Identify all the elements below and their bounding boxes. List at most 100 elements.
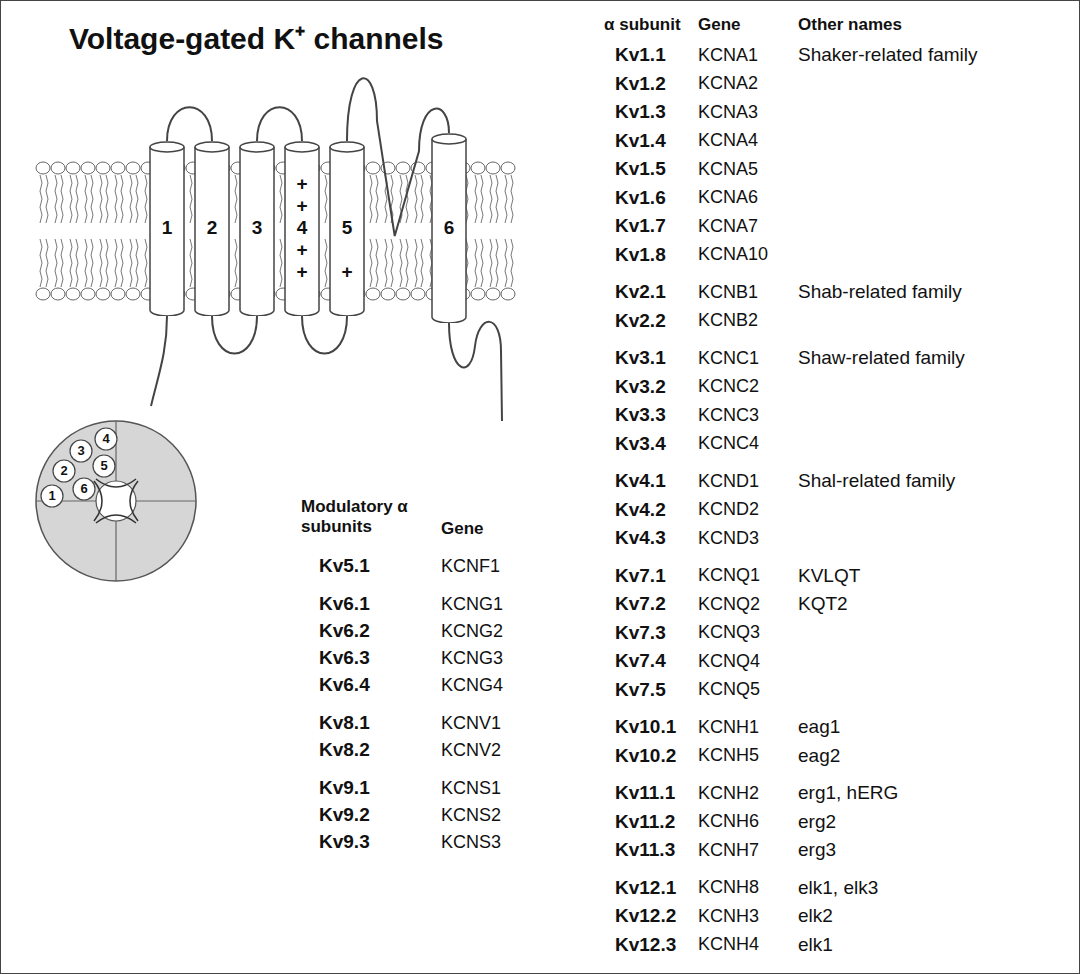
helix-cylinder: ++4++ [284, 141, 320, 316]
helix-number: + [284, 196, 320, 216]
subunit-name: Kv7.4 [615, 650, 666, 672]
subunit-name: Kv4.3 [615, 527, 666, 549]
alias-name: erg1, hERG [798, 782, 898, 804]
gene-name: KCNA6 [698, 187, 758, 208]
subunit-name: Kv11.2 [615, 811, 675, 833]
gene-name: KCNH6 [698, 811, 759, 832]
loop-connector [257, 107, 302, 141]
lipid-head [81, 288, 95, 300]
gene-name: KCNQ5 [698, 679, 760, 700]
alias-name: Shaw-related family [798, 347, 965, 369]
gene-name: KCND3 [698, 528, 759, 549]
gene-name: KCNV2 [441, 740, 501, 761]
lipid-head [381, 288, 395, 300]
lipid-head [36, 162, 50, 174]
subunit-name: Kv7.5 [615, 679, 666, 701]
helix-number: 6 [431, 218, 467, 238]
cylinder-top [330, 142, 364, 152]
subunit-name: Kv7.3 [615, 622, 666, 644]
gene-name: KCNV1 [441, 713, 501, 734]
subunit-name: Kv6.1 [319, 593, 370, 615]
subunit-name: Kv12.2 [615, 905, 676, 927]
alias-name: eag1 [798, 716, 840, 738]
gene-name: KCNA5 [698, 159, 758, 180]
helix-circle: 6 [72, 477, 96, 501]
gene-name: KCNA2 [698, 73, 758, 94]
subunit-name: Kv7.1 [615, 565, 666, 587]
helix-cylinder: 5+ [329, 141, 365, 316]
gene-name: KCNG4 [441, 675, 503, 696]
lipid-head [471, 288, 485, 300]
lipid-head [66, 288, 80, 300]
subunit-name: Kv6.3 [319, 647, 370, 669]
subunit-name: Kv11.3 [615, 839, 675, 861]
subunit-name: Kv6.4 [319, 674, 370, 696]
circle-outline [93, 455, 115, 477]
circle-outline [95, 428, 117, 450]
subunit-name: Kv4.2 [615, 499, 666, 521]
helix-cylinder: 6 [431, 133, 467, 323]
helix-cylinder: 2 [194, 141, 230, 316]
gene-name: KCND1 [698, 471, 759, 492]
helix-circle: 5 [92, 454, 116, 478]
gene-name: KCNB2 [698, 310, 758, 331]
subunit-name: Kv1.4 [615, 130, 666, 152]
helix-number: 6 [72, 482, 96, 496]
column-header: Other names [798, 15, 902, 35]
subunit-name: Kv8.2 [319, 739, 370, 761]
lipid-head [411, 288, 425, 300]
cylinder-body [150, 147, 184, 316]
helix-number: 4 [94, 432, 118, 446]
lipid-head [486, 162, 500, 174]
helix-number: 2 [52, 464, 76, 478]
subunit-name: Kv2.1 [615, 281, 666, 303]
subunit-name: Kv1.6 [615, 187, 666, 209]
lipid-head [36, 288, 50, 300]
gene-name: KCNB1 [698, 282, 758, 303]
alias-name: elk1, elk3 [798, 877, 878, 899]
gene-name: KCNH7 [698, 840, 759, 861]
subunit-name: Kv3.4 [615, 433, 666, 455]
n-terminus [151, 316, 167, 406]
gene-name: KCNG2 [441, 621, 503, 642]
cross-section-disc [36, 421, 196, 581]
helix-cylinder: 1 [149, 141, 185, 316]
lipid-tail [55, 175, 63, 287]
helix-number: + [329, 262, 365, 282]
subunit-name: Kv1.5 [615, 158, 666, 180]
subunit-name: Kv3.1 [615, 347, 666, 369]
gene-name: KCNC4 [698, 433, 759, 454]
gene-name: KCNH3 [698, 906, 759, 927]
lipid-tail [370, 175, 378, 287]
gene-name: KCNC2 [698, 376, 759, 397]
gene-name: KCNC3 [698, 405, 759, 426]
helix-circle: 4 [94, 427, 118, 451]
cylinder-top [150, 142, 184, 152]
subunit-name: Kv12.1 [615, 877, 676, 899]
subunit-name: Kv1.7 [615, 215, 666, 237]
alias-name: Shaker-related family [798, 44, 978, 66]
subunit-name: Kv11.1 [615, 782, 675, 804]
gene-name: KCNS3 [441, 832, 501, 853]
cylinder-body [432, 139, 466, 323]
gene-name: KCNH4 [698, 934, 759, 955]
gene-name: KCNS1 [441, 778, 501, 799]
helix-cylinder: 3 [239, 141, 275, 316]
helix-number: 3 [239, 218, 275, 238]
loop-connector [212, 316, 257, 354]
lipid-head [366, 162, 380, 174]
alias-name: erg3 [798, 839, 836, 861]
diagram-title: Voltage-gated K⁺ channels [69, 22, 444, 57]
subunit-name: Kv4.1 [615, 470, 666, 492]
lipid-head [396, 162, 410, 174]
alias-name: elk2 [798, 905, 833, 927]
lipid-head [126, 288, 140, 300]
helix-number: 5 [92, 459, 116, 473]
alias-name: KVLQT [798, 565, 860, 587]
loop-connector [167, 107, 212, 141]
lipid-tail [505, 175, 513, 287]
lipid-head [396, 288, 410, 300]
subunit-name: Kv1.3 [615, 101, 666, 123]
gene-name: KCNH5 [698, 745, 759, 766]
subunit-name: Kv1.2 [615, 73, 666, 95]
